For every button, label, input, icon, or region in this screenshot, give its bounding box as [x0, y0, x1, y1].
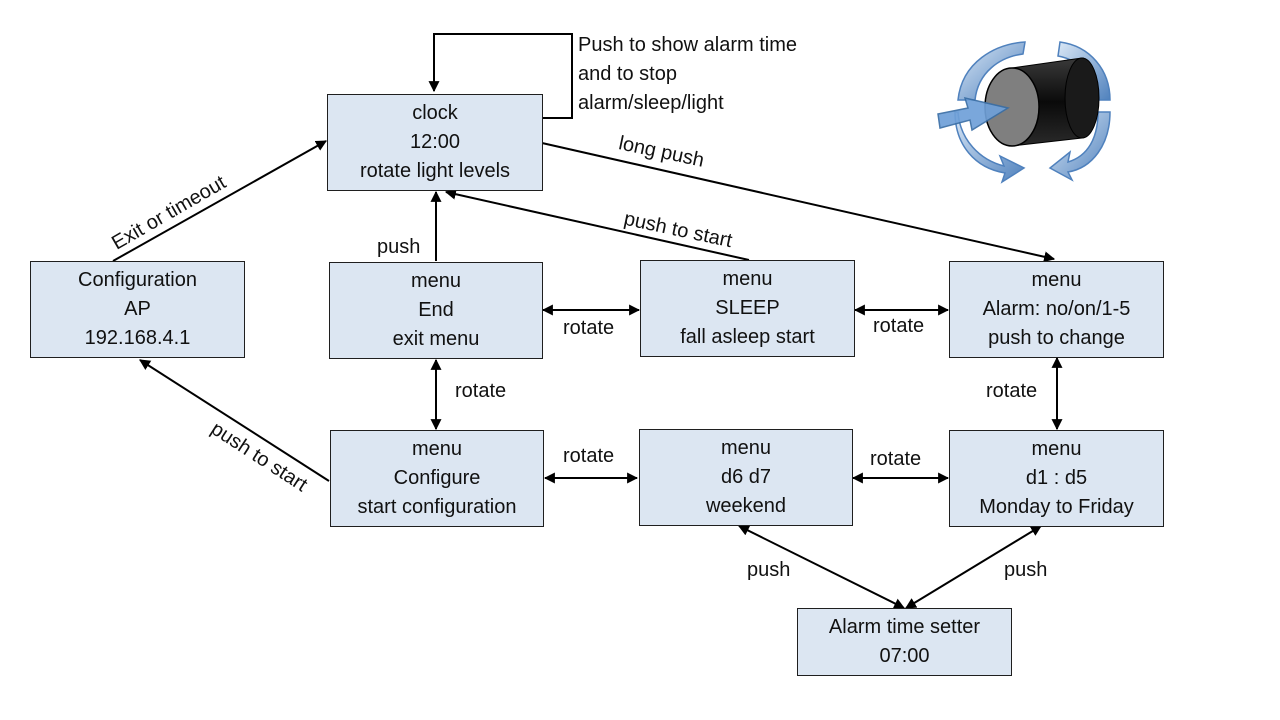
menu-alarm-box: menu Alarm: no/on/1-5 push to change — [949, 261, 1164, 358]
self-loop-label: Push to show alarm time and to stop alar… — [578, 31, 797, 118]
rotary-push-knob-icon — [937, 41, 1111, 184]
rotate-end-configure-label: rotate — [455, 380, 507, 402]
node-line: clock — [412, 102, 458, 124]
node-line: menu — [411, 438, 463, 460]
knob-back-icon — [1064, 57, 1100, 139]
node-line: rotate light levels — [359, 160, 511, 182]
rotate-arc-top-icon — [957, 41, 1026, 101]
node-line: Monday to Friday — [979, 496, 1134, 518]
self-loop-label-line: Push to show alarm time — [578, 34, 797, 56]
menu-configure-box: menu Configure start configuration — [330, 430, 544, 527]
rotate-arc-right-icon — [1048, 111, 1111, 182]
node-line: 192.168.4.1 — [84, 327, 191, 349]
arrow-exit-timeout — [112, 140, 327, 262]
arrow-weekday-setter — [905, 525, 1042, 609]
menu-end-box: menu End exit menu — [329, 262, 543, 359]
push-arrow-icon — [937, 96, 1010, 132]
menu-weekend-box: menu d6 d7 weekend — [639, 429, 853, 526]
node-line: start configuration — [357, 496, 517, 518]
push-weekday-setter-label: push — [1004, 559, 1048, 581]
node-line: AP — [124, 298, 151, 320]
node-line: d1 : d5 — [1025, 467, 1088, 489]
rotate-sleep-alarm-label: rotate — [873, 315, 925, 337]
clock-state-box: clock 12:00 rotate light levels — [327, 94, 543, 191]
node-line: 07:00 — [879, 645, 930, 667]
node-line: menu — [1031, 269, 1082, 291]
node-line: Alarm time setter — [828, 616, 981, 638]
node-line: exit menu — [392, 328, 480, 350]
alarm-time-setter-box: Alarm time setter 07:00 — [797, 608, 1012, 676]
node-line: menu — [410, 270, 462, 292]
node-line: menu — [1031, 438, 1082, 460]
arrow-long-push — [541, 142, 1056, 263]
node-line: fall asleep start — [680, 326, 815, 348]
arrow-configure-to-config — [139, 359, 330, 482]
self-loop-label-line: and to stop — [578, 63, 677, 85]
rotate-configure-weekend-label: rotate — [563, 445, 615, 467]
arrow-weekend-setter — [738, 525, 905, 609]
node-line: weekend — [705, 495, 787, 517]
rotate-arc-left-icon — [954, 111, 1026, 184]
node-line: d6 d7 — [720, 466, 772, 488]
push-weekend-setter-label: push — [747, 559, 791, 581]
node-line: SLEEP — [715, 297, 780, 319]
node-line: menu — [722, 268, 773, 290]
arrow-clock-self-loop — [428, 33, 573, 119]
arrow-sleep-to-clock — [444, 188, 750, 261]
rotate-weekend-weekday-label: rotate — [870, 448, 922, 470]
rotate-alarm-weekday-label: rotate — [986, 380, 1038, 402]
node-line: 12:00 — [409, 131, 461, 153]
menu-sleep-box: menu SLEEP fall asleep start — [640, 260, 855, 357]
node-line: push to change — [988, 327, 1125, 349]
node-line: Alarm: no/on/1-5 — [982, 298, 1131, 320]
configuration-ap-box: Configuration AP 192.168.4.1 — [30, 261, 245, 358]
node-line: End — [418, 299, 454, 321]
rotate-end-sleep-label: rotate — [563, 317, 615, 339]
node-line: Configuration — [78, 269, 197, 291]
node-line: menu — [720, 437, 772, 459]
node-line: Configure — [393, 467, 481, 489]
menu-weekday-box: menu d1 : d5 Monday to Friday — [949, 430, 1164, 527]
push-end-label: push — [377, 236, 421, 258]
self-loop-label-line: alarm/sleep/light — [578, 92, 724, 114]
